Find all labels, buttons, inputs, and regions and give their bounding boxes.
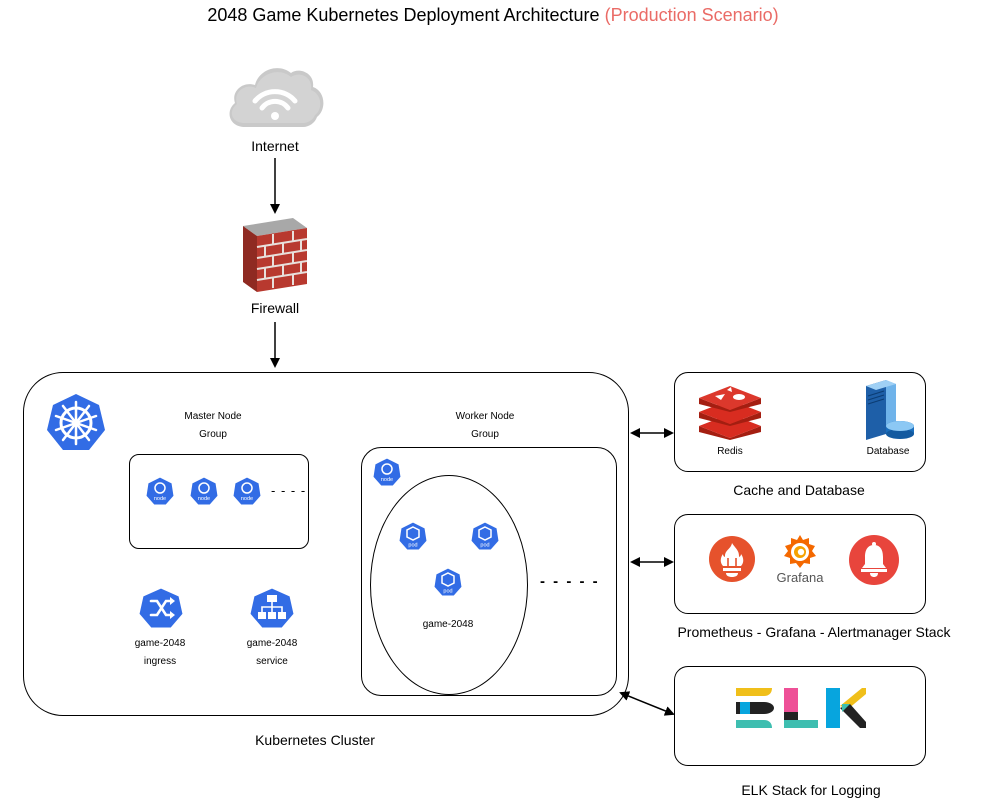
prometheus-icon (709, 536, 755, 582)
logging-label: ELK Stack for Logging (741, 782, 881, 798)
master-more-dashes: - - - - (271, 483, 307, 498)
master-node-icon-2: node (189, 476, 219, 506)
alertmanager-icon (849, 535, 899, 585)
cache-db-label: Cache and Database (733, 482, 865, 498)
cloud-wifi-icon (229, 68, 324, 127)
worker-node-label: node (381, 477, 393, 483)
title-accent: (Production Scenario) (604, 5, 779, 25)
game-2048-deployment-ellipse (370, 475, 528, 695)
master-node-label-2: node (198, 496, 210, 502)
master-group-label: Master Node Group (163, 408, 263, 444)
ingress-line2: ingress (143, 656, 177, 667)
ingress-line1: game-2048 (134, 638, 186, 649)
master-group-line2: Group (199, 429, 227, 440)
service-label: game-2048 service (222, 635, 322, 671)
redis-label: Redis (717, 446, 743, 457)
worker-node-icon: node (372, 457, 402, 487)
master-group-line1: Master Node (184, 411, 242, 422)
pod-label-2: pod (480, 543, 489, 549)
ingress-label: game-2048 ingress (110, 635, 210, 671)
worker-group-line2: Group (471, 429, 499, 440)
kubernetes-icon (47, 394, 105, 450)
elk-logo-icon (736, 688, 866, 728)
master-node-icon-1: node (145, 476, 175, 506)
pod-icon-2: pod (470, 521, 500, 551)
worker-more-dashes: - - - - - (540, 573, 600, 590)
pod-icon-3: pod (433, 567, 463, 597)
pod-icon-1: pod (398, 521, 428, 551)
arrow-cluster-logging (619, 691, 675, 716)
worker-node-group-box (361, 447, 617, 696)
pod-label-3: pod (443, 589, 452, 595)
firewall-brick-icon (243, 218, 307, 292)
master-node-icon-3: node (232, 476, 262, 506)
internet-label: Internet (251, 138, 299, 154)
grafana-icon (784, 535, 816, 568)
database-label: Database (866, 446, 910, 457)
database-server-icon (866, 380, 914, 440)
master-node-group-box (129, 454, 309, 549)
grafana-label: Grafana (776, 570, 824, 585)
redis-icon (699, 386, 761, 440)
diagram-title: 2048 Game Kubernetes Deployment Architec… (0, 5, 986, 26)
deployment-label: game-2048 (422, 619, 474, 630)
service-icon (250, 587, 294, 629)
monitoring-box (674, 514, 926, 614)
cache-db-box (674, 372, 926, 472)
monitoring-label: Prometheus - Grafana - Alertmanager Stac… (677, 624, 951, 640)
service-line1: game-2048 (246, 638, 298, 649)
pod-label-1: pod (408, 543, 417, 549)
ingress-icon (139, 587, 183, 629)
firewall-label: Firewall (250, 300, 300, 316)
worker-group-label: Worker Node Group (435, 408, 535, 444)
title-main: 2048 Game Kubernetes Deployment Architec… (207, 5, 600, 25)
cluster-label: Kubernetes Cluster (255, 732, 375, 748)
master-node-label-1: node (154, 496, 166, 502)
kubernetes-cluster-box (23, 372, 629, 716)
worker-group-line1: Worker Node (455, 411, 515, 422)
logging-box (674, 666, 926, 766)
service-line2: service (256, 656, 288, 667)
master-node-label-3: node (241, 496, 253, 502)
